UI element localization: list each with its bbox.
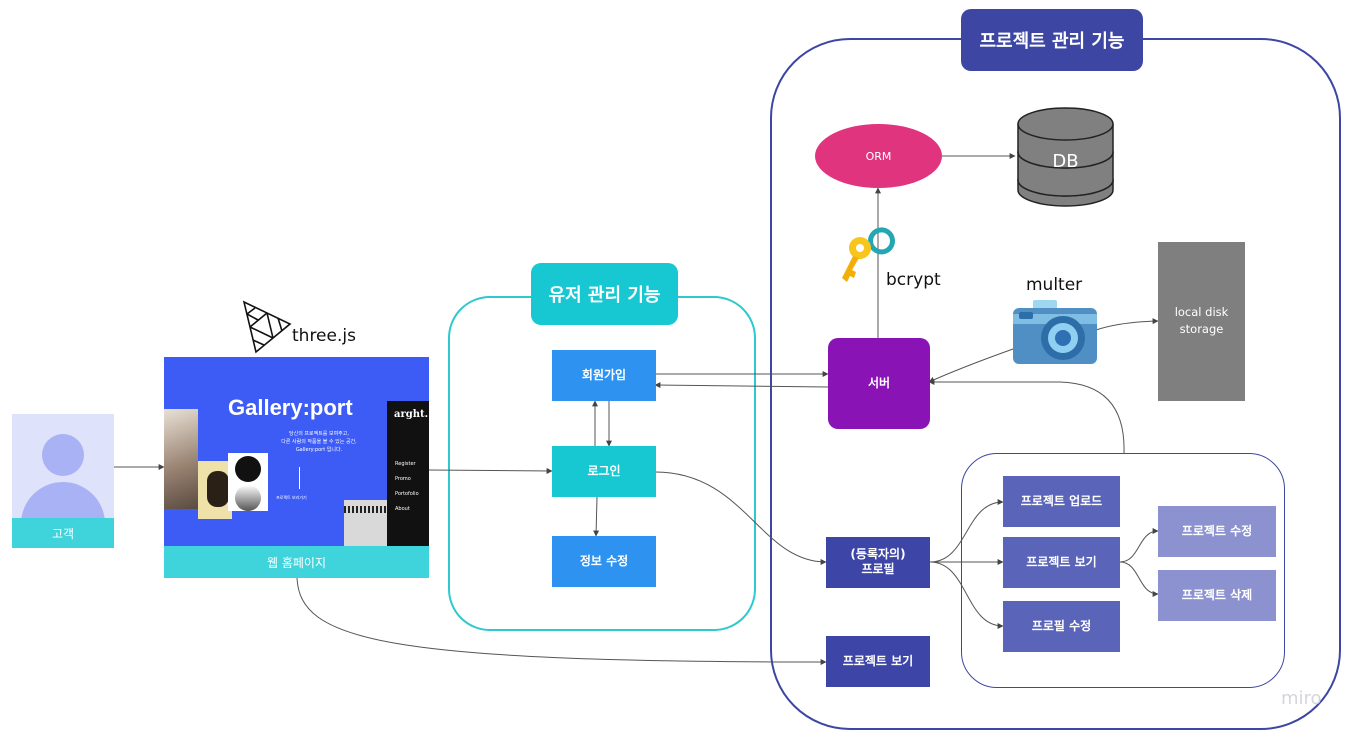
preview-menu-item: Register <box>395 461 416 467</box>
edge-view-deleteproject <box>1119 561 1159 597</box>
profile-node[interactable]: (등록자의) 프로필 <box>826 537 930 588</box>
customer-label: 고객 <box>12 518 114 548</box>
preview-photo-portrait <box>198 461 232 519</box>
edge-profile-editprofile <box>929 561 1004 629</box>
preview-menu-item: Promo <box>395 476 411 482</box>
tagline-line: 당신의 프로젝트를 보여주고, <box>289 431 349 437</box>
storage-node[interactable]: local disk storage <box>1158 242 1245 401</box>
preview-tagline: 당신의 프로젝트를 보여주고, 다른 사람의 작품을 볼 수 있는 공간, Ga… <box>254 431 384 454</box>
threejs-label: three.js <box>292 326 356 346</box>
database-icon <box>1017 107 1114 207</box>
edge-view-editproject <box>1119 528 1159 563</box>
tagline-line: 다른 사람의 작품을 볼 수 있는 공간, <box>281 438 357 445</box>
orm-node[interactable]: ORM <box>815 124 942 188</box>
homepage-preview: Gallery:port 당신의 프로젝트를 보여주고, 다른 사람의 작품을 … <box>164 357 429 546</box>
preview-photo-spheres <box>228 453 268 511</box>
preview-caption: 프로젝트 보러가기 <box>276 495 307 500</box>
threejs-logo-icon <box>242 300 292 354</box>
user-avatar-icon <box>12 414 114 518</box>
preview-photo-building <box>344 500 390 546</box>
preview-arrow <box>299 467 300 489</box>
edit-project-node[interactable]: 프로젝트 수정 <box>1158 506 1276 557</box>
multer-label: multer <box>1026 275 1083 295</box>
storage-label-line2: storage <box>1179 322 1224 336</box>
preview-photo-collage <box>164 409 198 509</box>
tagline-line: Gallery:port 입니다. <box>295 446 343 453</box>
view-project-node[interactable]: 프로젝트 보기 <box>1003 537 1120 588</box>
edge-login-profile <box>654 471 827 565</box>
edge-profile-upload <box>929 499 1004 563</box>
preview-menu-item: About <box>395 506 410 512</box>
edge-homepage-publicview <box>296 577 827 665</box>
signup-node[interactable]: 회원가입 <box>552 350 656 401</box>
delete-project-node[interactable]: 프로젝트 삭제 <box>1158 570 1276 621</box>
camera-icon <box>1013 300 1097 364</box>
login-node[interactable]: 로그인 <box>552 446 656 497</box>
profile-actions-frame <box>961 453 1285 688</box>
profile-label-line2: 프로필 <box>861 562 895 576</box>
edit-info-node[interactable]: 정보 수정 <box>552 536 656 587</box>
preview-brand: arght. <box>394 409 429 420</box>
key-icon <box>838 222 898 292</box>
user-area-title: 유저 관리 기능 <box>531 263 678 325</box>
server-node[interactable]: 서버 <box>828 338 930 429</box>
miro-watermark: miro <box>1281 688 1322 709</box>
preview-menu-item: Portofolio <box>395 491 419 497</box>
edge-actions-server <box>928 379 1125 454</box>
db-label: DB <box>1052 150 1079 172</box>
edge-multer-server <box>928 348 1014 383</box>
edit-profile-node[interactable]: 프로필 수정 <box>1003 601 1120 652</box>
storage-label-line1: local disk <box>1174 305 1229 319</box>
edge-server-signup <box>654 382 829 389</box>
bcrypt-label: bcrypt <box>886 270 941 290</box>
public-view-project-node[interactable]: 프로젝트 보기 <box>826 636 930 687</box>
customer-node[interactable]: 고객 <box>12 414 114 548</box>
project-area-title: 프로젝트 관리 기능 <box>961 9 1143 71</box>
upload-project-node[interactable]: 프로젝트 업로드 <box>1003 476 1120 527</box>
homepage-node[interactable]: Gallery:port 당신의 프로젝트를 보여주고, 다른 사람의 작품을 … <box>164 357 429 578</box>
profile-label-line1: (등록자의) <box>850 547 906 561</box>
db-node[interactable]: DB <box>1015 104 1116 208</box>
edge-homepage-login <box>427 467 553 474</box>
preview-title: Gallery:port <box>228 395 353 420</box>
edge-multer-storage <box>1095 318 1159 331</box>
homepage-label: 웹 홈페이지 <box>164 546 429 578</box>
preview-sidebar: arght. Register Promo Portofolio About <box>387 401 429 546</box>
edge-login-edit <box>593 496 600 537</box>
